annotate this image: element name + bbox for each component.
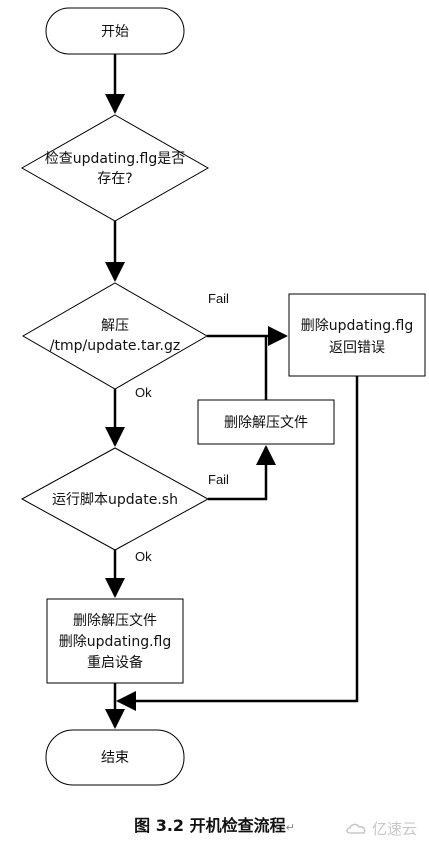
final-actions-box (46, 598, 184, 684)
figure-caption: 图 3.2 开机检查流程↵ (0, 812, 429, 836)
edge-error-return (116, 376, 359, 711)
edge-script-fail (208, 445, 276, 501)
extract-ok-label: Ok (135, 385, 152, 400)
extract-label-line1: 解压 (101, 318, 129, 334)
flowchart: 开始 检查updating.flg是否 存在? 解压 /tmp/update.t… (20, 7, 426, 786)
figure-caption-text: 图 3.2 开机检查流程 (134, 816, 286, 835)
delete-flag-label-line1: 删除updating.flg (301, 318, 414, 334)
delete-extracted-box (197, 399, 335, 445)
watermark: 亿速云 (345, 818, 417, 839)
final-label-line2: 删除updating.flg (59, 634, 172, 650)
end-terminal (45, 729, 185, 786)
check-flag-label-line1: 检查updating.flg是否 (45, 151, 186, 167)
extract-fail-label: Fail (208, 291, 229, 306)
cloud-logo-icon (346, 823, 366, 834)
delete-flag-label-line2: 返回错误 (329, 340, 385, 356)
paragraph-mark: ↵ (285, 821, 295, 834)
final-label-line1: 删除解压文件 (73, 613, 157, 629)
delete-flag-box (288, 293, 426, 377)
end-label: 结束 (101, 750, 129, 766)
watermark-text: 亿速云 (371, 820, 417, 838)
check-flag-label-line2: 存在? (97, 171, 132, 187)
extract-label-line2: /tmp/update.tar.gz (50, 338, 180, 354)
script-ok-label: Ok (135, 549, 152, 564)
check-flag-decision (20, 114, 210, 222)
start-label: 开始 (101, 24, 129, 40)
delete-extracted-label: 删除解压文件 (224, 415, 308, 431)
final-label-line3: 重启设备 (87, 654, 143, 671)
run-script-label: 运行脚本update.sh (52, 492, 178, 508)
extract-decision (21, 282, 209, 390)
script-fail-label: Fail (208, 472, 229, 487)
